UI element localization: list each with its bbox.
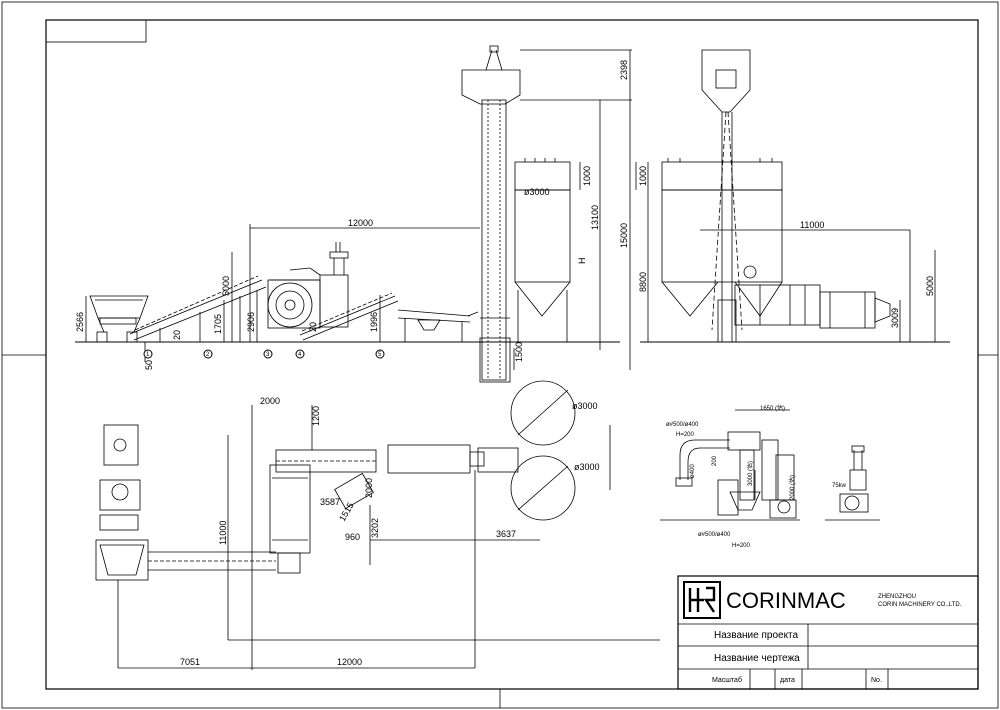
logo-text: CORINMAC	[726, 588, 846, 613]
dim-1000-mid: 1000	[582, 166, 592, 186]
scale-label: Масштаб	[712, 676, 742, 684]
fan-power: 75kw	[832, 483, 847, 489]
duct-bottom-label: ø#500/ø400	[698, 532, 731, 538]
duct-top-h: H=200	[676, 432, 695, 438]
corinmac-logo	[683, 581, 721, 619]
duct-detail	[660, 409, 880, 521]
dim-phi3000-b: ø3000	[574, 462, 600, 472]
marker-label-1: 1	[146, 352, 150, 358]
side-elevation	[635, 49, 950, 343]
drawing-name-label: Название чертежа	[714, 653, 800, 664]
station-markers	[143, 349, 385, 359]
dim-1996: 1996	[369, 312, 379, 332]
dim-400: ø400	[690, 464, 696, 478]
dim-H: H	[577, 258, 587, 265]
marker-label-4: 4	[298, 352, 302, 358]
number-label: No.	[871, 677, 882, 684]
dim-5000-left: 5000	[221, 276, 231, 296]
duct-top-label: ø#500/ø400	[666, 422, 699, 428]
dim-20-b: 20	[308, 322, 318, 332]
marker-label-3: 3	[266, 352, 270, 358]
dim-960: 960	[345, 532, 360, 542]
marker-5	[375, 349, 385, 359]
dim-2906: 2906	[246, 312, 256, 332]
dim-3202: 3202	[370, 518, 380, 538]
dim-2398: 2398	[619, 60, 629, 80]
marker-4	[295, 349, 305, 359]
dim-200: 200	[712, 455, 718, 466]
title-block	[677, 575, 979, 690]
marker-3	[263, 349, 273, 359]
dim-11000-plan: 11000	[218, 521, 228, 545]
marker-2	[203, 349, 213, 359]
dim-3587: 3587	[320, 497, 340, 507]
dim-20-a: 20	[172, 330, 182, 340]
dim-3637: 3637	[496, 529, 516, 539]
plan-view	[95, 380, 660, 670]
dim-phi3000-mid: ø3000	[524, 187, 550, 197]
dim-1650: 1650 (估)	[760, 404, 785, 412]
company-line-1: ZHENGZHOU	[878, 594, 916, 600]
company-line-2: CORIN MACHINERY CO.,LTD.	[878, 602, 962, 608]
dim-1705: 1705	[213, 314, 223, 334]
rotary-dryer	[267, 242, 349, 329]
dim-3009: 3009	[890, 308, 900, 328]
belt-conveyor-2	[299, 292, 399, 341]
dim-12000-plan: 12000	[337, 657, 362, 667]
feed-hopper	[89, 295, 149, 343]
date-label: дата	[780, 677, 795, 684]
dim-2000-plan: 2000	[260, 396, 280, 406]
dim-1500: 1500	[514, 342, 524, 362]
marker-1	[143, 349, 153, 359]
bucket-elevator	[461, 45, 521, 383]
duct-bottom-h: H=200	[732, 543, 751, 549]
marker-label-5: 5	[378, 352, 382, 358]
dim-3000-duct: 3000 (估)	[746, 461, 754, 486]
project-name-label: Название проекта	[714, 630, 799, 641]
dim-50: 50	[144, 360, 154, 370]
dim-7051: 7051	[180, 657, 200, 667]
silo-mid	[514, 158, 571, 342]
inner-frame	[45, 19, 979, 690]
marker-label-2: 2	[206, 352, 210, 358]
dim-8800: 8800	[638, 272, 648, 292]
dim-11000-right: 11000	[800, 220, 824, 230]
dim-2566: 2566	[75, 312, 85, 332]
dim-2000-duct: 2000 (估)	[788, 475, 796, 500]
vibrating-screen	[397, 309, 479, 342]
dim-12000-top: 12000	[348, 218, 373, 228]
dim-2000-plan-b: 2000	[364, 478, 374, 498]
dim-1000-right: 1000	[638, 166, 648, 186]
dim-1200: 1200	[311, 406, 321, 426]
dim-phi3000-a: ø3000	[572, 401, 598, 411]
dim-13100: 13100	[590, 205, 600, 230]
corner-box	[45, 19, 147, 43]
dim-5000-right: 5000	[925, 276, 935, 296]
dim-15000: 15000	[619, 223, 629, 248]
front-elevation	[75, 45, 632, 383]
belt-conveyor-1	[129, 275, 267, 342]
